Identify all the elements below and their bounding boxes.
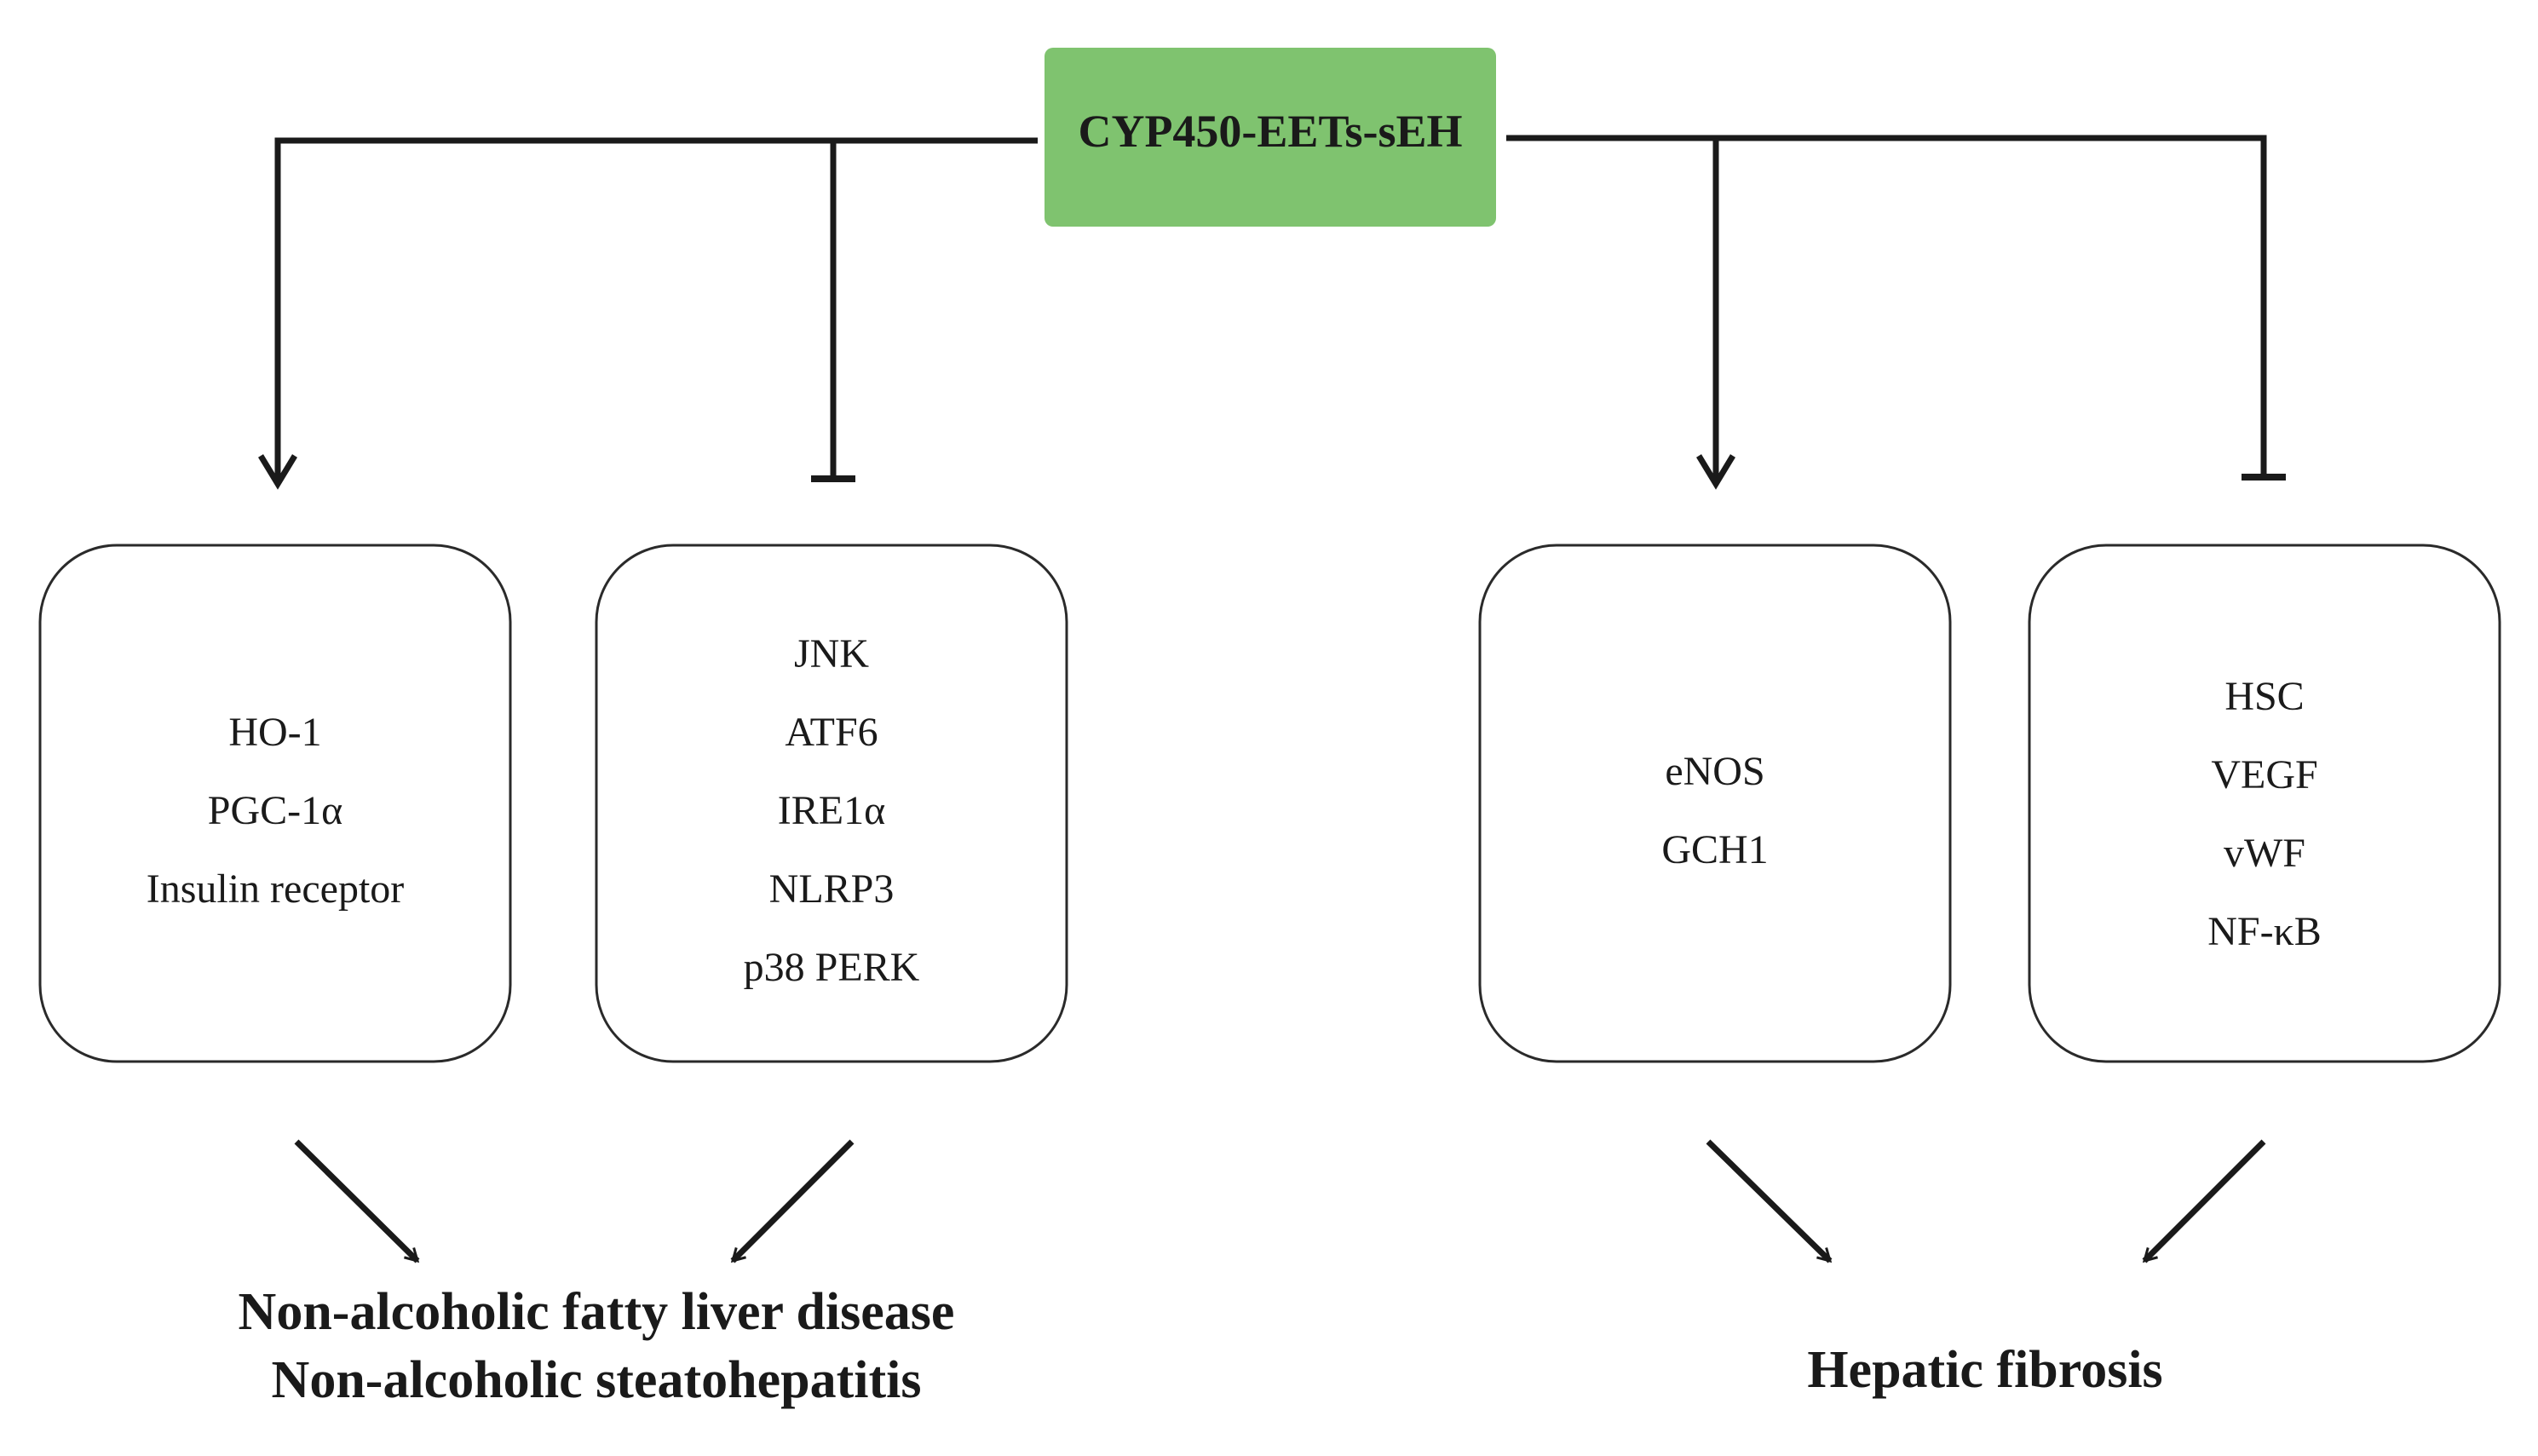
outcome-left-line-2: Non-alcoholic steatohepatitis — [271, 1351, 922, 1409]
target-box-2 — [595, 544, 1068, 1063]
box-4-item: VEGF — [2211, 752, 2318, 797]
box-4-item: HSC — [2224, 674, 2305, 719]
target-box-4 — [2028, 544, 2501, 1063]
outcome-right: Hepatic fibrosis — [1807, 1341, 2163, 1399]
box-2-item: NLRP3 — [768, 866, 895, 912]
connector-right — [1506, 135, 2267, 477]
outcome-arrow-3 — [1706, 1139, 1833, 1263]
target-box-3 — [1478, 544, 1952, 1063]
box-1-item: PGC-1α — [207, 788, 343, 833]
root-node-box — [1045, 48, 1496, 227]
box-4-item: vWF — [2224, 831, 2305, 876]
target-box-1 — [38, 544, 512, 1063]
box-3-item: eNOS — [1665, 749, 1765, 794]
connector-left — [274, 137, 1038, 481]
box-1-item: Insulin receptor — [146, 866, 405, 912]
outcome-left-line-1: Non-alcoholic fatty liver disease — [238, 1283, 955, 1341]
box-2-item: IRE1α — [777, 788, 886, 833]
box-3-item: GCH1 — [1661, 827, 1769, 872]
outcome-arrow-2 — [730, 1139, 855, 1263]
root-node-label: CYP450-EETs-sEH — [1078, 106, 1463, 157]
outcome-arrow-4 — [2142, 1139, 2266, 1263]
activation-arrow-3 — [1696, 454, 1735, 490]
activation-arrow-1 — [258, 454, 297, 490]
box-2-item: JNK — [793, 631, 870, 676]
box-2-item: ATF6 — [785, 710, 878, 755]
outcome-arrow-1 — [294, 1139, 420, 1263]
box-1-item: HO-1 — [228, 710, 322, 755]
box-4-item: NF-κB — [2207, 909, 2322, 954]
box-2-item: p38 PERK — [743, 945, 920, 990]
